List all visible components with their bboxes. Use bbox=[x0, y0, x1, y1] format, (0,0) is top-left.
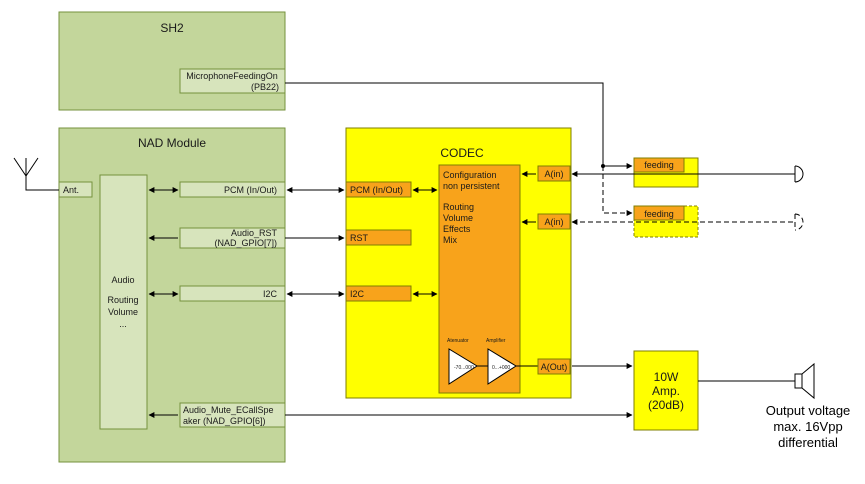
atenuator-label: Atenuator bbox=[447, 338, 469, 344]
feeding-label-2: feeding bbox=[644, 209, 674, 219]
antenna-icon bbox=[13, 157, 59, 191]
nad-module-title: NAD Module bbox=[138, 136, 206, 150]
codec-ain2-label: A(in) bbox=[544, 217, 563, 227]
nad-rst-label-1: Audio_RST bbox=[231, 228, 278, 238]
audio-routing-line-4: Volume bbox=[108, 307, 138, 317]
codec-pcm-pin bbox=[345, 181, 412, 198]
mic-feeding-label: MicrophoneFeedingOn bbox=[186, 71, 278, 81]
output-line-1: Output voltage bbox=[766, 403, 851, 418]
codec-config-4: Routing bbox=[443, 202, 474, 212]
amplifier-range: 0...+000 bbox=[492, 365, 510, 371]
nad-rst-label-2: (NAD_GPIO[7]) bbox=[214, 238, 277, 248]
codec-i2c-pin bbox=[345, 285, 412, 302]
codec-pcm-label: PCM (In/Out) bbox=[350, 185, 403, 195]
sh2-block bbox=[58, 11, 286, 111]
amp-line-1: 10W bbox=[654, 370, 679, 384]
amp-line-3: (20dB) bbox=[648, 398, 684, 412]
codec-config-2: non persistent bbox=[443, 181, 500, 191]
codec-config-1: Configuration bbox=[443, 170, 497, 180]
audio-routing-line-5: ... bbox=[119, 319, 127, 329]
codec-rst-label: RST bbox=[350, 233, 369, 243]
audio-routing-line-3: Routing bbox=[107, 295, 138, 305]
codec-ain1-pin bbox=[537, 165, 571, 182]
codec-aout-label: A(Out) bbox=[541, 362, 568, 372]
output-line-2: max. 16Vpp bbox=[773, 419, 842, 434]
codec-config-6: Effects bbox=[443, 224, 471, 234]
codec-rst-pin bbox=[345, 229, 412, 246]
mic-feed-wire-2 bbox=[602, 166, 633, 216]
nad-mute-label-1: Audio_Mute_ECallSpe bbox=[183, 405, 274, 415]
microphone-icon bbox=[794, 165, 804, 183]
codec-title: CODEC bbox=[440, 146, 484, 160]
amp-block bbox=[633, 350, 699, 431]
mic-feeding-pin bbox=[179, 68, 286, 94]
output-line-3: differential bbox=[778, 435, 838, 450]
codec-config-5: Volume bbox=[443, 213, 473, 223]
feeding-pin-1 bbox=[633, 157, 685, 173]
amp-line-2: Amp. bbox=[652, 384, 680, 398]
codec-ain2-pin bbox=[537, 213, 571, 230]
feeding-pin-2 bbox=[633, 205, 685, 221]
mic-feeding-pin-label: (PB22) bbox=[251, 82, 279, 92]
audio-routing-block bbox=[99, 174, 148, 430]
nad-i2c-pin bbox=[179, 285, 286, 302]
nad-pcm-label: PCM (In/Out) bbox=[224, 185, 277, 195]
amplifier-label: Amplifier bbox=[486, 338, 506, 344]
audio-routing-line-1: Audio bbox=[111, 275, 134, 285]
ant-label: Ant. bbox=[63, 185, 79, 195]
feeding-label-1: feeding bbox=[644, 160, 674, 170]
codec-aout-pin bbox=[537, 358, 571, 375]
speaker-icon bbox=[794, 362, 815, 400]
nad-i2c-label: I2C bbox=[263, 289, 278, 299]
codec-i2c-label: I2C bbox=[350, 289, 365, 299]
nad-mute-label-2: aker (NAD_GPIO[6]) bbox=[183, 416, 266, 426]
atenuator-triangle bbox=[448, 348, 478, 385]
mic-feed-wire bbox=[285, 82, 633, 169]
nad-mute-pin bbox=[179, 402, 286, 428]
codec-ain1-label: A(in) bbox=[544, 169, 563, 179]
sh2-title: SH2 bbox=[160, 21, 184, 35]
atenuator-range: -70...000 bbox=[454, 365, 474, 371]
microphone-optional-icon bbox=[794, 213, 804, 231]
codec-config-7: Mix bbox=[443, 235, 457, 245]
nad-pcm-pin bbox=[179, 181, 286, 198]
